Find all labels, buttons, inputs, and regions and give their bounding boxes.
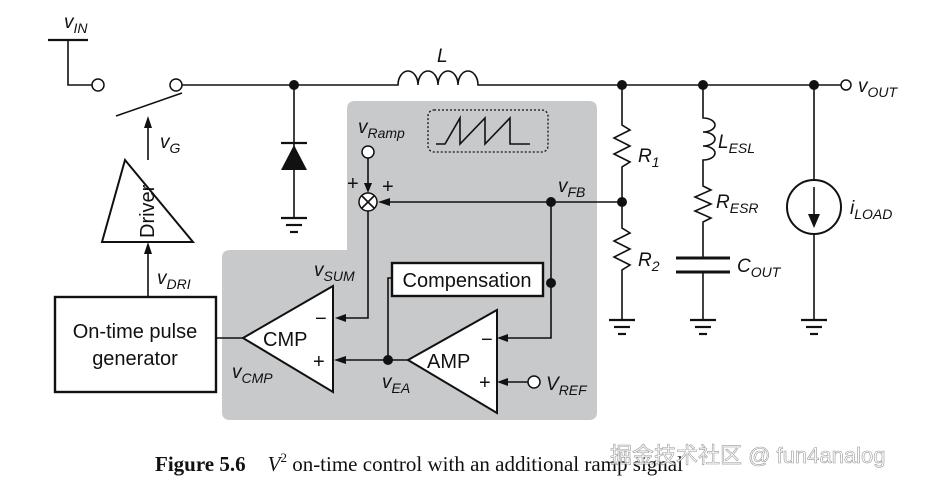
inductor-label: L [437, 46, 448, 67]
driver-block [100, 157, 196, 243]
resr-label: RESR [716, 192, 759, 216]
watermark: 掘金技术社区 @ fun4analog [610, 443, 885, 468]
ramp-waveform-box [427, 109, 549, 153]
ground-icon [609, 318, 635, 336]
amp-error-amplifier [406, 308, 498, 415]
r1-label: R1 [638, 146, 660, 170]
vg-label: vG [160, 132, 181, 156]
capacitor-cout [676, 256, 730, 320]
cmp-text: CMP [263, 329, 307, 351]
vea-label: vEA [382, 372, 410, 396]
sum-plus-2: + [382, 176, 394, 198]
amp-plus: + [479, 372, 491, 394]
ground-icon [801, 318, 827, 336]
vref-label: VREF [546, 374, 588, 398]
ground-icon [690, 318, 716, 336]
vsum-label: vSUM [314, 260, 355, 284]
vdri-label: vDRI [157, 268, 191, 292]
compensation-text: Compensation [403, 270, 532, 292]
lesl-label: LESL [718, 132, 755, 156]
vout-terminal [840, 79, 852, 91]
resistor-r1 [612, 85, 632, 202]
amp-minus: − [481, 329, 493, 351]
on-time-pulse-generator [53, 295, 218, 394]
cmp-comparator [241, 284, 334, 394]
inductor-lesl [702, 85, 716, 180]
diode [281, 85, 307, 218]
sum-plus-1: + [347, 173, 359, 195]
summing-junction-icon [358, 192, 378, 212]
r2-label: R2 [638, 250, 660, 274]
pulse-gen-text-1: On-time pulse [73, 321, 198, 343]
driver-text: Driver [137, 184, 159, 238]
control-region [222, 101, 597, 420]
vout-label: vOUT [858, 76, 899, 100]
pulse-gen-text-2: generator [92, 348, 178, 370]
current-source-icon [786, 179, 842, 235]
inductor-l [335, 70, 846, 86]
vcmp-label: vCMP [232, 362, 273, 386]
vref-terminal [527, 375, 541, 389]
sawtooth-waveform-icon [436, 115, 530, 146]
cout-label: COUT [737, 256, 782, 280]
compensation-block [390, 261, 545, 298]
vramp-label: vRamp [358, 117, 405, 141]
vea-node [383, 355, 393, 365]
cmp-plus: + [313, 351, 325, 373]
vramp-terminal [361, 145, 375, 159]
cmp-minus: − [315, 308, 327, 330]
iload-label: iLOAD [850, 198, 892, 222]
vin-label: vIN [64, 12, 88, 36]
resistor-r2 [612, 202, 632, 320]
ground-icon [281, 216, 307, 234]
switch [91, 78, 183, 117]
amp-text: AMP [427, 351, 470, 373]
resistor-resr [693, 180, 713, 258]
vfb-label: vFB [558, 176, 585, 200]
